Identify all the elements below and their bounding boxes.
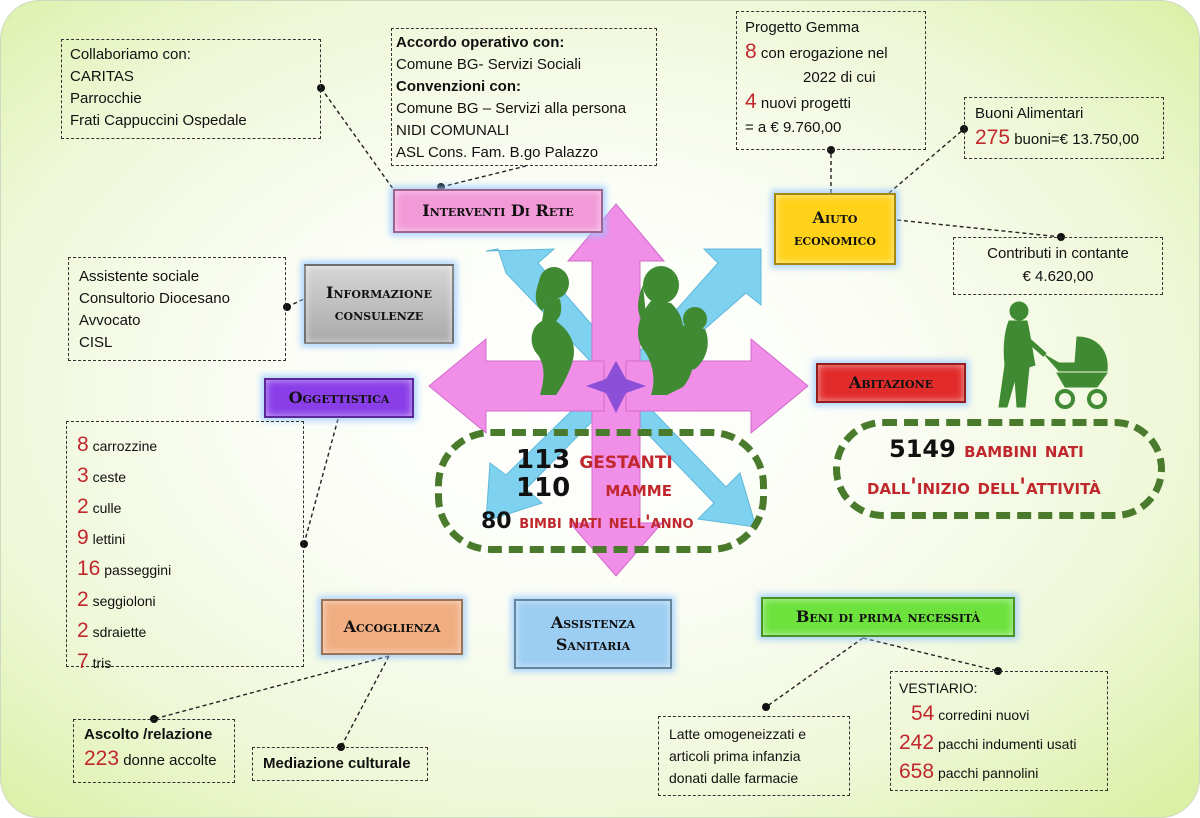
gemma-number-2: 4 [745,90,757,113]
mamme-stat: 110 mamme [516,473,672,503]
gemma-text-2a: nuovi progetti [760,95,851,112]
total-label: bambini nati [964,438,1084,463]
vestiario-item: 54 corredini nuovi [911,702,1030,725]
accordo-item: Comune BG- Servizi Sociali [396,56,582,73]
interventi-di-rete-label: Interventi Di Rete [393,189,603,233]
beni-prima-necessita-label: Beni di prima necessità [761,597,1015,637]
gemma-text-1a: con erogazione nel [760,45,888,62]
total-line-1: 5149 bambini nati [889,435,1084,463]
vestiario-item: 242 pacchi indumenti usati [899,731,1077,754]
aiuto-economico-label: Aiuto economico [774,193,896,265]
gemma-number-1: 8 [745,40,757,63]
latte-box: Latte omogeneizzati e articoli prima inf… [658,716,850,796]
convenzioni-item: ASL Cons. Fam. B.go Palazzo [396,144,599,161]
center-star [586,361,646,413]
informazione-consulenze-label: Informazione consulenze [304,264,454,344]
center-stats-pill [435,429,767,553]
mamme-label: mamme [605,477,672,501]
oggetto-item: 9 lettini [77,526,126,549]
accoglienza-label: Accoglienza [321,599,463,655]
buoni-text: buoni=€ 13.750,00 [1014,131,1139,148]
gemma-title: Progetto Gemma [745,19,860,36]
woman-with-stroller-icon [998,301,1108,409]
gemma-text-1b: 2022 di cui [803,69,876,86]
collaboriamo-title: Collaboriamo con: [70,46,191,63]
oggetto-item: 3 ceste [77,464,127,487]
gestanti-stat: 113 gestanti [516,445,673,475]
convenzioni-item: Comune BG – Servizi alla persona [396,100,627,117]
gestanti-label: gestanti [579,446,673,474]
mediazione-text: Mediazione culturale [263,755,411,772]
assistenza-sanitaria-label: Assistenza Sanitaria [514,599,672,669]
latte-line: donati dalle farmacie [669,770,799,786]
ascolto-title: Ascolto /relazione [84,726,213,743]
oggetto-item: 2 sdraiette [77,619,147,642]
contributi-value: € 4.620,00 [1022,268,1094,285]
contributi-box: Contributi in contante € 4.620,00 [953,237,1163,295]
oggettistica-label: Oggettistica [264,378,414,418]
informazione-item: Assistente sociale [79,268,200,285]
buoni-number: 275 [975,126,1011,149]
total-line-2: dall'inizio dell'attività [867,475,1101,500]
buoni-alimentari-box: Buoni Alimentari 275 buoni=€ 13.750,00 [964,97,1164,159]
accordo-box: Accordo operativo con: Comune BG- Serviz… [391,28,657,166]
bimbi-stat: 80 bimbi nati nell'anno [481,509,694,534]
gemma-text-2b: = a € 9.760,00 [745,119,842,136]
ascolto-box: Ascolto /relazione 223 donne accolte [73,719,235,783]
total-stats-pill [833,419,1165,519]
latte-line: Latte omogeneizzati e [669,726,806,742]
collaboriamo-box: Collaboriamo con: CARITAS Parrocchie Fra… [61,39,321,139]
bimbi-number: 80 [481,509,512,534]
buoni-title: Buoni Alimentari [975,105,1084,122]
collaboriamo-item: Parrocchie [70,90,142,107]
progetto-gemma-box: Progetto Gemma 8 con erogazione nel 2022… [736,11,926,150]
gestanti-number: 113 [516,445,571,475]
bimbi-label: bimbi nati nell'anno [519,511,694,533]
latte-line: articoli prima infanzia [669,748,801,764]
mother-child-icon [637,266,708,395]
contributi-title: Contributi in contante [987,245,1129,262]
vestiario-item: 658 pacchi pannolini [899,760,1039,783]
collaboriamo-item: CARITAS [70,68,134,85]
ascolto-number: 223 [84,747,120,770]
collaboriamo-item: Frati Cappuccini Ospedale [70,112,247,129]
oggetto-item: 2 seggioloni [77,588,156,611]
ascolto-text: donne accolte [123,752,217,769]
informazione-box: Assistente sociale Consultorio Diocesano… [68,257,286,361]
oggetto-item: 2 culle [77,495,122,518]
informazione-item: CISL [79,334,113,351]
oggetto-item: 16 passeggini [77,557,172,580]
vestiario-box: VESTIARIO: 54 corredini nuovi 242 pacchi… [890,671,1108,791]
oggettistica-box: 8 carrozzine 3 ceste 2 culle 9 lettini 1… [66,421,304,673]
abitazione-label: Abitazione [816,363,966,403]
pregnant-woman-icon [531,267,575,395]
informazione-item: Avvocato [79,312,141,329]
oggetto-item: 8 carrozzine [77,433,158,456]
convenzioni-item: NIDI COMUNALI [396,122,510,139]
mamme-number: 110 [516,473,571,503]
total-number: 5149 [889,435,956,463]
mediazione-box: Mediazione culturale [252,747,428,781]
accordo-title: Accordo operativo con: [396,34,565,51]
vestiario-title: VESTIARIO: [899,680,978,696]
informazione-item: Consultorio Diocesano [79,290,230,307]
oggetto-item: 7 tris [77,650,112,673]
convenzioni-title: Convenzioni con: [396,78,521,95]
